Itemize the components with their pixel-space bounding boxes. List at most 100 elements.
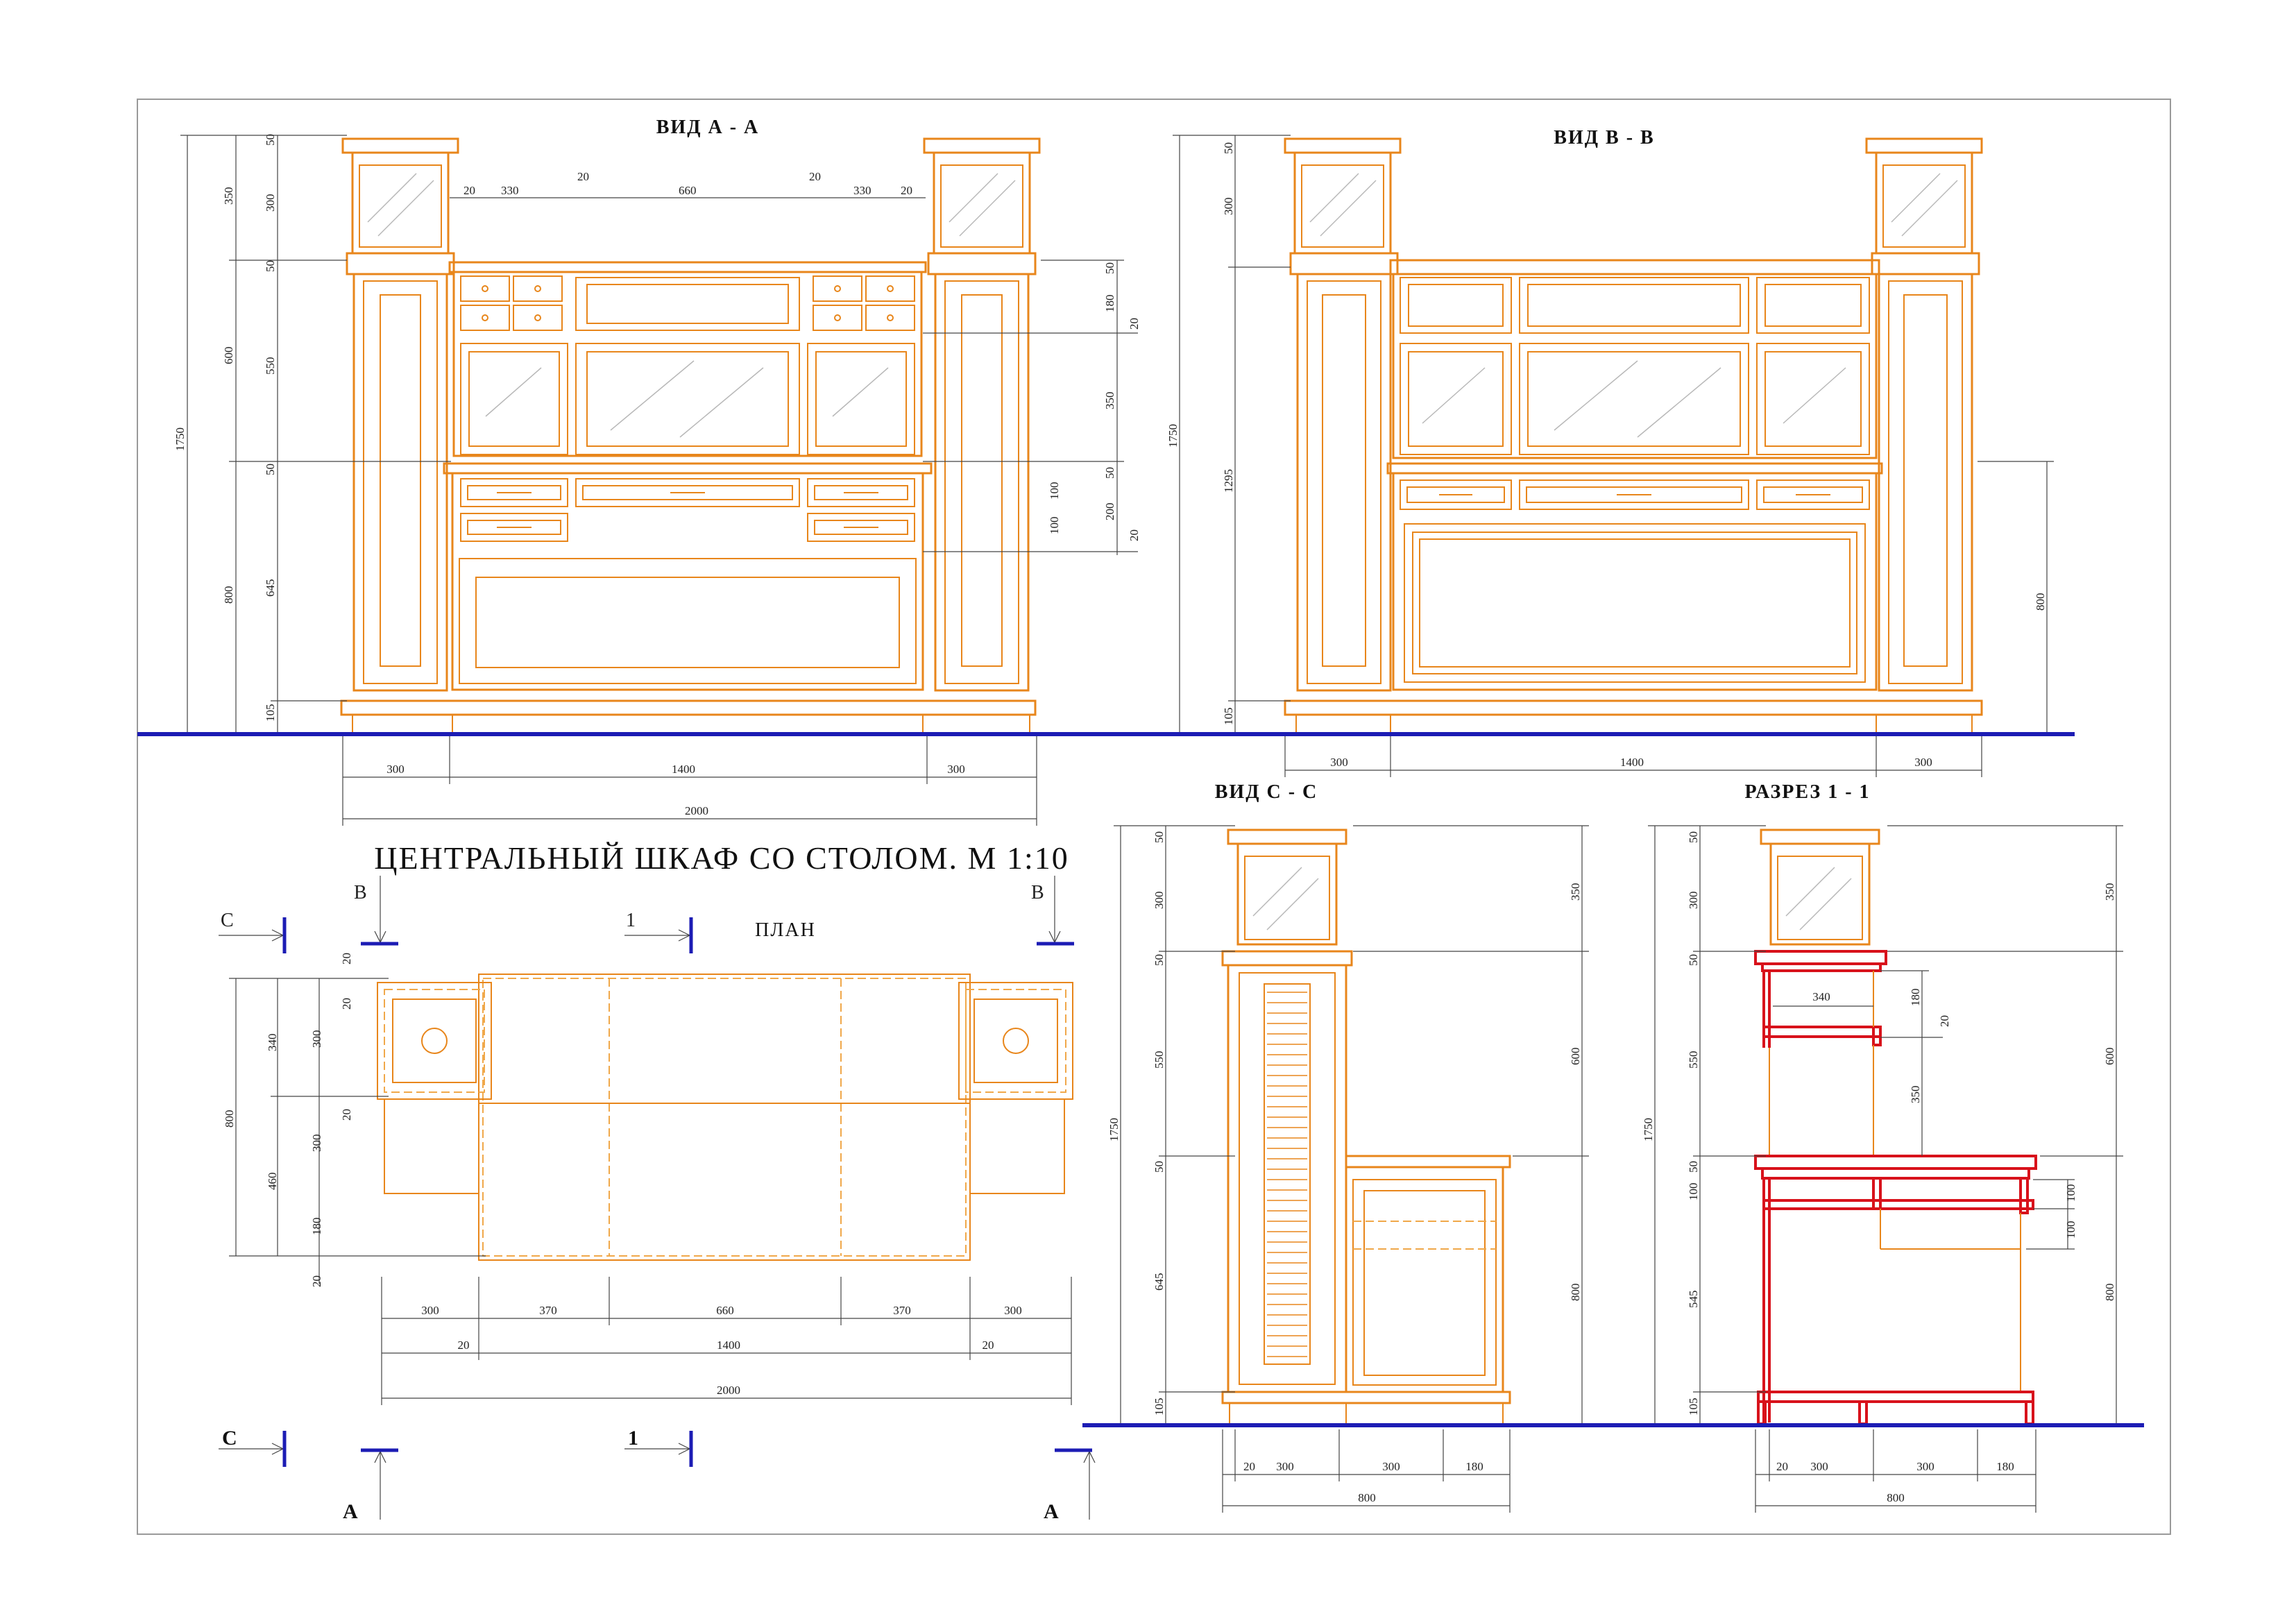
dim-s-i340: 340 (1812, 990, 1830, 1003)
dim-b-50: 50 (1222, 142, 1235, 154)
dim-c-50b: 50 (1153, 954, 1166, 966)
dim-p-b300b: 300 (1004, 1304, 1022, 1317)
dim-a-600: 600 (222, 347, 235, 365)
dim-s-b20: 20 (1776, 1460, 1788, 1473)
cut-c-top-label: С (221, 910, 234, 931)
main-title: ЦЕНТРАЛЬНЫЙ ШКАФ СО СТОЛОМ. М 1:10 (374, 840, 1069, 876)
dim-a-50c: 50 (264, 464, 277, 475)
dim-a-r50: 50 (1103, 262, 1116, 274)
dim-p-b660: 660 (716, 1304, 734, 1317)
cut-a-left-label: А (343, 1500, 358, 1523)
dim-s-550: 550 (1687, 1051, 1700, 1069)
dim-a-r350: 350 (1103, 392, 1116, 410)
dim-p-20a: 20 (340, 953, 353, 965)
dim-s-545: 545 (1687, 1291, 1700, 1309)
dim-a-105: 105 (264, 704, 277, 722)
dim-a-r200: 200 (1103, 503, 1116, 521)
dim-a-800: 800 (222, 586, 235, 604)
view-a-elevation: ВИД А - А (173, 117, 1141, 826)
dim-c-50c: 50 (1153, 1161, 1166, 1173)
dim-p-20c: 20 (340, 1109, 353, 1121)
dim-p-b370b: 370 (893, 1304, 911, 1317)
cut-c-bottom-label: С (222, 1427, 237, 1450)
dim-a-550: 550 (264, 357, 277, 375)
dim-a-50: 50 (264, 134, 277, 146)
dim-c-r600: 600 (1569, 1048, 1582, 1066)
dim-p-b1400: 1400 (717, 1339, 740, 1352)
dim-s-100: 100 (1687, 1183, 1700, 1201)
dim-p-b20a: 20 (458, 1339, 470, 1352)
dim-s-i350: 350 (1909, 1086, 1922, 1104)
dim-p-460: 460 (266, 1173, 279, 1191)
sheet-frame (137, 99, 2171, 1535)
view-a-title: ВИД А - А (656, 117, 759, 138)
cut-1-bottom-label: 1 (628, 1427, 638, 1450)
dim-s-r350: 350 (2103, 883, 2116, 901)
dim-s-i100b: 100 (2064, 1221, 2077, 1239)
dim-b-1750: 1750 (1166, 424, 1180, 448)
dim-a-645: 645 (264, 579, 277, 597)
dim-p-b300a: 300 (421, 1304, 439, 1317)
cut-b-right-label: В (1031, 882, 1044, 903)
dim-s-300: 300 (1687, 892, 1700, 910)
dim-b-b1400: 1400 (1620, 756, 1644, 769)
dim-a-t330a: 330 (501, 184, 519, 197)
dim-s-i180: 180 (1909, 989, 1922, 1007)
dim-a-1750: 1750 (173, 427, 187, 451)
dim-a-300: 300 (264, 194, 277, 212)
dim-c-b300b: 300 (1382, 1460, 1400, 1473)
dim-a-b2000: 2000 (685, 804, 708, 817)
section-1-title: РАЗРЕЗ 1 - 1 (1744, 781, 1870, 803)
dim-a-r100a: 100 (1048, 482, 1061, 500)
view-c-elevation: ВИД С - С (1107, 781, 1589, 1513)
dim-a-t20d: 20 (901, 184, 912, 197)
cut-1-top-label: 1 (626, 910, 636, 931)
dim-s-50c: 50 (1687, 1161, 1700, 1173)
dim-p-180: 180 (310, 1218, 323, 1236)
dim-p-300b: 300 (310, 1135, 323, 1153)
dim-a-r50b: 50 (1103, 467, 1116, 479)
dim-c-b300a: 300 (1276, 1460, 1294, 1473)
dim-a-r20: 20 (1128, 318, 1141, 330)
dim-s-b800: 800 (1887, 1491, 1905, 1504)
dim-s-b300a: 300 (1810, 1460, 1828, 1473)
dim-c-645: 645 (1153, 1273, 1166, 1291)
dim-s-1750: 1750 (1642, 1118, 1655, 1141)
dim-a-t20b: 20 (577, 170, 589, 183)
dim-c-r350: 350 (1569, 883, 1582, 901)
dim-p-b20b: 20 (983, 1339, 994, 1352)
dim-b-b300a: 300 (1330, 756, 1348, 769)
dim-s-50: 50 (1687, 831, 1700, 843)
dim-b-r800: 800 (2034, 593, 2047, 611)
plan-label: ПЛАН (755, 919, 816, 941)
dim-c-b800: 800 (1358, 1491, 1376, 1504)
section-1-1: РАЗРЕЗ 1 - 1 (1642, 781, 2123, 1513)
dim-b-b300b: 300 (1914, 756, 1932, 769)
view-b-elevation: ВИД В - В (1166, 127, 2054, 777)
view-b-title: ВИД В - В (1554, 127, 1654, 148)
dim-a-b1400: 1400 (672, 763, 695, 776)
dim-p-300a: 300 (310, 1030, 323, 1048)
dim-c-1750: 1750 (1107, 1118, 1121, 1141)
dim-s-50b: 50 (1687, 954, 1700, 966)
dim-c-550: 550 (1153, 1051, 1166, 1069)
dim-p-340: 340 (266, 1034, 279, 1052)
dim-s-r600: 600 (2103, 1048, 2116, 1066)
dim-a-r180: 180 (1103, 295, 1116, 313)
dim-a-350: 350 (222, 187, 235, 205)
dim-s-105: 105 (1687, 1398, 1700, 1416)
dim-p-20d: 20 (310, 1275, 323, 1287)
dim-p-b2000: 2000 (717, 1384, 740, 1397)
dim-b-1295: 1295 (1222, 469, 1235, 493)
plan-view: ЦЕНТРАЛЬНЫЙ ШКАФ СО СТОЛОМ. М 1:10 ПЛАН … (219, 840, 1096, 1523)
dim-a-r100b: 100 (1048, 517, 1061, 535)
cut-b-left-label: В (354, 882, 367, 903)
dim-p-b370a: 370 (539, 1304, 557, 1317)
dim-a-t660: 660 (679, 184, 697, 197)
dim-s-i20: 20 (1938, 1015, 1951, 1027)
dim-c-50: 50 (1153, 831, 1166, 843)
dim-a-b300b: 300 (947, 763, 965, 776)
dim-a-t20a: 20 (464, 184, 475, 197)
dim-b-105: 105 (1222, 708, 1235, 726)
